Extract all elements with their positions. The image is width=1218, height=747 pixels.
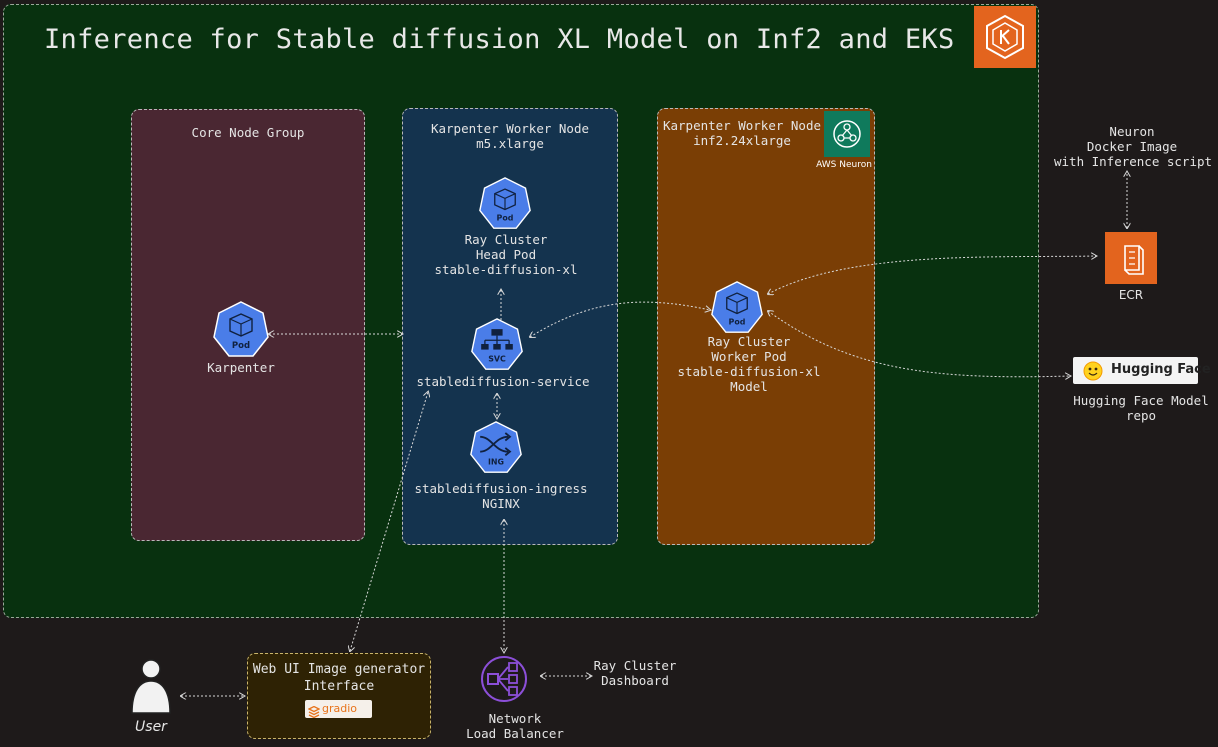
gradio-logo <box>305 700 372 718</box>
edge-worker-ecr <box>768 256 1096 294</box>
svg-text:SVC: SVC <box>488 355 506 364</box>
diagram-title: Inference for Stable diffusion XL Model … <box>44 24 955 55</box>
hugging-face-repo-label: Hugging Face Model repo <box>1073 393 1209 423</box>
user-icon <box>128 657 174 721</box>
hugging-face-emoji-icon <box>1082 361 1104 385</box>
network-load-balancer-icon <box>480 655 528 707</box>
m5-worker-node-label: Karpenter Worker Node m5.xlarge <box>430 121 590 151</box>
edge-worker-hf <box>768 311 1070 377</box>
inf2-worker-node-label: Karpenter Worker Node inf2.24xlarge <box>662 118 822 148</box>
svg-text:Pod: Pod <box>232 341 250 351</box>
worker-pod-label: Ray Cluster Worker Pod stable-diffusion-… <box>677 334 821 394</box>
web-ui-box <box>247 653 431 739</box>
worker-pod-icon: Pod <box>710 280 764 338</box>
karpenter-label: Karpenter <box>207 360 275 375</box>
nlb-label: Network Load Balancer <box>466 711 564 741</box>
edge-webui-service <box>350 392 428 651</box>
service-icon: SVC <box>470 317 524 375</box>
core-node-group-label: Core Node Group <box>191 125 305 140</box>
svg-text:ING: ING <box>488 458 504 467</box>
head-pod-icon: Pod <box>478 176 532 234</box>
svg-text:Pod: Pod <box>497 214 514 223</box>
web-ui-label: Web UI Image generator Interface <box>252 662 426 694</box>
svg-text:Pod: Pod <box>729 318 746 327</box>
edge-service-worker <box>530 301 710 337</box>
user-label: User <box>135 719 167 735</box>
karpenter-pod-icon: Pod <box>212 300 270 362</box>
service-label: stablediffusion-service <box>416 374 590 389</box>
neuron-docker-image-label: Neuron Docker Image with Inference scrip… <box>1054 124 1213 169</box>
ingress-icon: ING <box>469 420 523 478</box>
ingress-label: stablediffusion-ingress NGINX <box>414 481 588 511</box>
gradio-logo-text: gradio <box>322 702 358 715</box>
ray-dashboard-label: Ray Cluster Dashboard <box>593 658 677 688</box>
ecr-icon <box>1105 232 1157 284</box>
aws-neuron-label: AWS Neuron <box>816 160 872 170</box>
ecr-label: ECR <box>1118 288 1144 302</box>
gradio-logo-icon <box>307 703 321 722</box>
head-pod-label: Ray Cluster Head Pod stable-diffusion-xl <box>434 232 578 277</box>
hugging-face-logo-text: Hugging Face <box>1111 362 1211 377</box>
eks-logo-icon <box>974 6 1036 68</box>
aws-neuron-icon <box>824 111 870 157</box>
